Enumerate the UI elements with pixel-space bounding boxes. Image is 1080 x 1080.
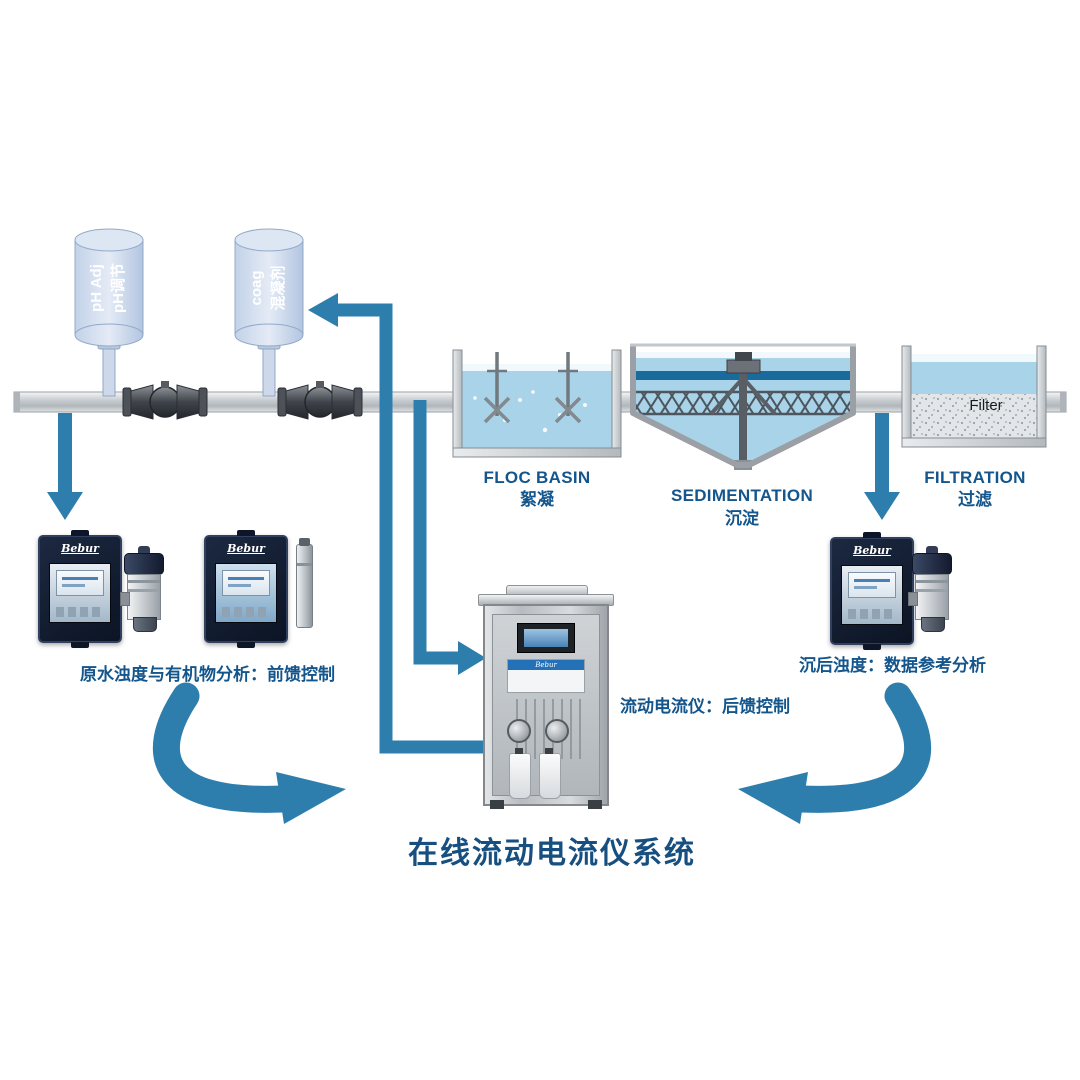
curved-arrow-right	[738, 682, 932, 824]
raw-water-sample-arrow	[47, 413, 83, 520]
floc-basin	[452, 349, 622, 458]
sedimentation-basin	[630, 343, 856, 470]
brand-logo: Bebur	[61, 542, 99, 555]
center-caption: 流动电流仪：后馈控制	[620, 697, 790, 716]
brand-logo: Bebur	[227, 542, 265, 555]
brand-logo: Bebur	[853, 544, 891, 557]
controller-screen	[215, 563, 277, 623]
filter-media	[910, 394, 1038, 442]
cabinet-display	[517, 623, 575, 653]
cabinet-body: Bebur	[483, 604, 609, 806]
curved-arrow-left	[152, 682, 346, 824]
filtration-label-zh: 过滤	[958, 490, 992, 509]
controller-keys	[222, 607, 270, 617]
controller-screen	[49, 563, 111, 623]
cabinet-leg	[490, 800, 504, 809]
rake-shaft	[739, 366, 747, 460]
brand-logo: Bebur	[508, 660, 584, 670]
cabinet-pump-1	[507, 719, 531, 743]
sedimentation-label-zh: 沉淀	[725, 509, 759, 528]
controller-display	[848, 572, 896, 598]
cabinet-analyzer-module: Bebur	[507, 659, 585, 693]
ph-tank-label-en: pH Adj	[88, 264, 105, 312]
controller-display	[222, 570, 270, 596]
page-title: 在线流动电流仪系统	[408, 837, 696, 870]
controller-keys	[848, 609, 896, 619]
filtration-basin: Filter	[901, 345, 1047, 448]
organics-probe	[296, 538, 313, 628]
ph-tank-label: pH Adj pH调节	[86, 233, 132, 343]
dosing-feedback-line	[308, 293, 505, 754]
inline-mixer-2	[277, 380, 363, 420]
turbidity-sensor-1	[120, 546, 164, 632]
floc-basin-label-en: FLOC BASIN	[483, 468, 591, 487]
settled-water-sample-arrow	[864, 413, 900, 520]
rake-drive-motor	[726, 359, 761, 374]
left-caption: 原水浊度与有机物分析：前馈控制	[80, 665, 335, 684]
cabinet-panel: Bebur	[492, 614, 600, 799]
sedimentation-label-en: SEDIMENTATION	[670, 486, 814, 505]
coag-tank-label: coag 混凝剂	[246, 233, 292, 343]
coag-tank-label-en: coag	[248, 270, 265, 306]
ph-tank-label-zh: pH调节	[109, 263, 127, 313]
controller-display	[56, 570, 104, 596]
filtration-label-en: FILTRATION	[924, 468, 1026, 487]
filter-media-label: Filter	[969, 397, 1002, 414]
right-caption: 沉后浊度：数据参考分析	[799, 656, 986, 675]
cabinet-pump-2	[545, 719, 569, 743]
inline-mixer-1	[122, 380, 208, 420]
cabinet-sample-line	[413, 400, 486, 675]
analyzer-cabinet: Bebur	[478, 585, 614, 825]
raw-water-controller-1: Bebur	[38, 530, 122, 648]
coag-tank-label-zh: 混凝剂	[269, 265, 287, 311]
controller-screen	[841, 565, 903, 625]
controller-keys	[56, 607, 104, 617]
settled-water-controller: Bebur	[830, 532, 914, 650]
turbidity-sensor-2	[908, 546, 952, 632]
reagent-bottle-2	[539, 748, 561, 799]
floc-basin-label-zh: 絮凝	[520, 490, 554, 509]
reagent-bottle-1	[509, 748, 531, 799]
cabinet-leg	[588, 800, 602, 809]
raw-water-controller-2: Bebur	[204, 530, 288, 648]
